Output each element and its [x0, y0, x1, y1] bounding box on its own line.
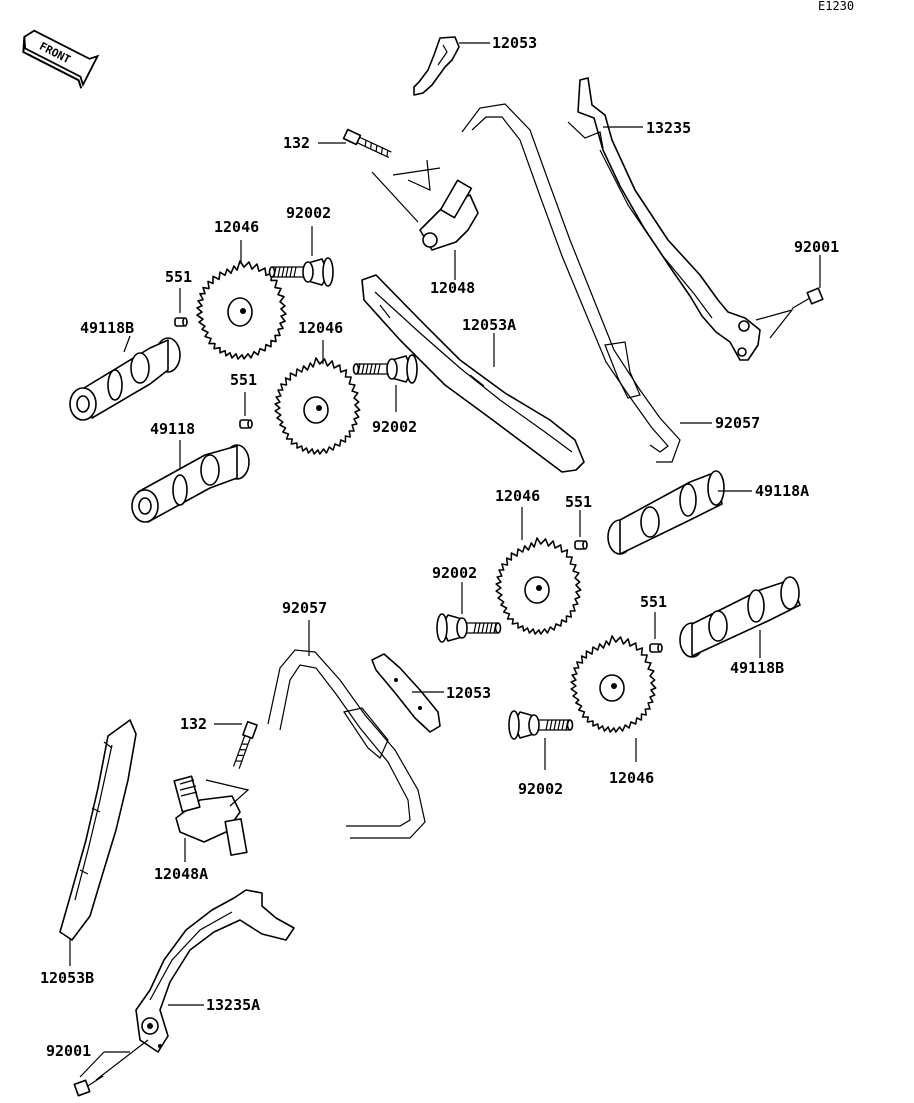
pin-551-a: [174, 317, 188, 327]
label-13235A: 13235A: [206, 996, 260, 1014]
bolt-92001-bottom: [73, 1075, 104, 1097]
label-49118B-right: 49118B: [730, 659, 784, 677]
chain-guide-12053B: [59, 719, 137, 941]
bolt-92002-c: [436, 613, 502, 643]
cam-chain-tensioner-12048A: [173, 775, 250, 856]
label-49118B-left: 49118B: [80, 319, 134, 337]
label-92057-right: 92057: [715, 414, 760, 432]
label-92001-right: 92001: [794, 238, 839, 256]
chain-guide-12053A: [361, 274, 585, 473]
label-132-bottom: 132: [180, 715, 207, 733]
label-92002-c: 92002: [432, 564, 477, 582]
label-551-b: 551: [230, 371, 257, 389]
cam-sprocket-12046-d: [570, 635, 657, 733]
label-92002-b: 92002: [372, 418, 417, 436]
label-12046-d: 12046: [609, 769, 654, 787]
bolt-92001-right: [791, 287, 824, 310]
camshaft-49118B-right: [679, 576, 801, 658]
label-12053A: 12053A: [462, 316, 516, 334]
pin-551-b: [239, 419, 253, 429]
label-92057-left: 92057: [282, 599, 327, 617]
label-49118: 49118: [150, 420, 195, 438]
cam-chain-92057-lower: [267, 649, 426, 839]
camshaft-49118A: [607, 470, 725, 555]
label-12046-a: 12046: [214, 218, 259, 236]
label-12046-c: 12046: [495, 487, 540, 505]
label-49118A: 49118A: [755, 482, 809, 500]
cam-sprocket-12046-b: [274, 357, 361, 455]
cam-chain-tensioner-12048: [371, 159, 479, 251]
front-arrow-badge: FRONT: [22, 29, 100, 89]
chain-guide-12053-mid: [371, 653, 441, 733]
bolt-132-top: [342, 128, 392, 159]
cam-sprocket-12046-c: [495, 537, 582, 635]
diagram-code: E1230: [818, 0, 854, 13]
label-12053B: 12053B: [40, 969, 94, 987]
tensioner-guide-13235A: [135, 889, 295, 1053]
label-92002-a: 92002: [286, 204, 331, 222]
camshaft-49118: [131, 444, 250, 523]
bolt-92002-b: [352, 354, 418, 384]
label-12053-top: 12053: [492, 34, 537, 52]
cam-sprocket-12046-a: [196, 260, 287, 360]
bolt-92002-a: [268, 257, 334, 287]
label-13235: 13235: [646, 119, 691, 137]
bolt-132-bottom: [232, 720, 258, 769]
label-132-top: 132: [283, 134, 310, 152]
pin-551-d: [649, 643, 663, 653]
bolt-92002-d: [508, 710, 574, 740]
label-551-c: 551: [565, 493, 592, 511]
cam-chain-92057-upper: [461, 103, 681, 463]
tensioner-guide-13235: [567, 77, 794, 361]
label-92002-d: 92002: [518, 780, 563, 798]
label-92001-bottom: 92001: [46, 1042, 91, 1060]
label-551-d: 551: [640, 593, 667, 611]
chain-guide-top-12053: [413, 36, 460, 96]
label-12046-b: 12046: [298, 319, 343, 337]
label-12053-mid: 12053: [446, 684, 491, 702]
label-12048: 12048: [430, 279, 475, 297]
camshaft-49118B-left: [69, 337, 181, 421]
pin-551-c: [574, 540, 588, 550]
label-12048A: 12048A: [154, 865, 208, 883]
label-551-a: 551: [165, 268, 192, 286]
